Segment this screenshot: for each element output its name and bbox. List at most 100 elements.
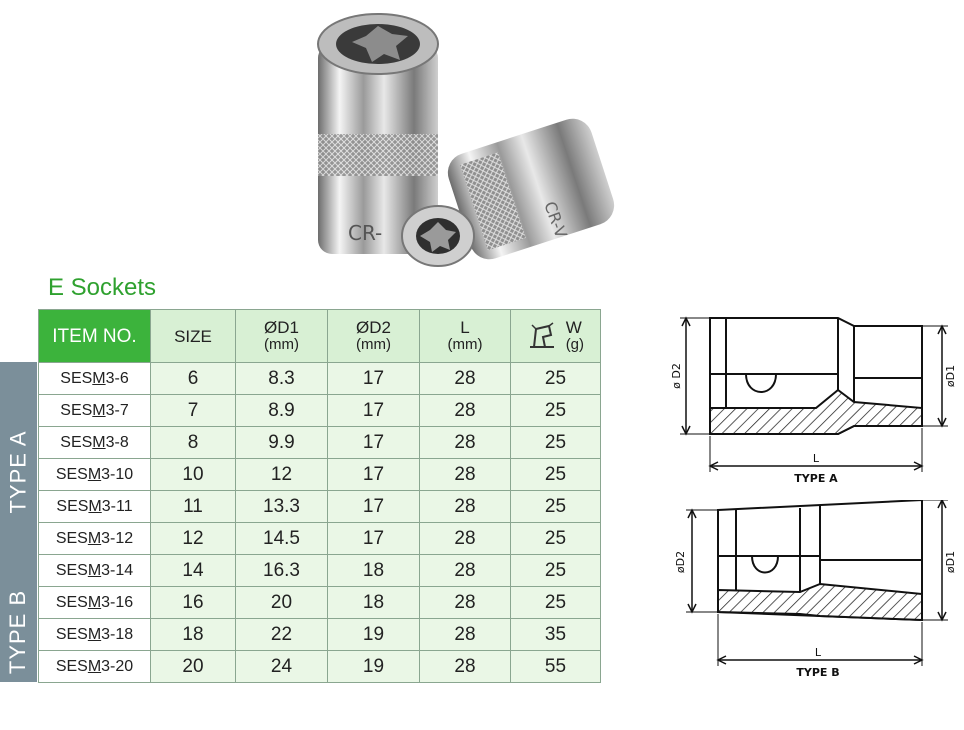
item-no-part: SES	[55, 465, 88, 483]
cell-l: 28	[419, 554, 511, 587]
diagram-a-d2-label: ø D2	[670, 363, 683, 389]
cell-w: 25	[510, 394, 601, 427]
cell-w: 25	[510, 522, 601, 555]
diagram-b-d1-label: øD1	[944, 551, 957, 573]
cell-item-no: SESM3-12	[38, 522, 151, 555]
item-no-part: M	[87, 657, 102, 675]
cell-d2: 18	[327, 586, 420, 619]
cell-l: 28	[419, 394, 511, 427]
cell-w: 25	[510, 426, 601, 459]
header-l: L (mm)	[419, 309, 511, 363]
cell-l: 28	[419, 362, 511, 395]
item-no-part: M	[87, 529, 102, 547]
svg-text:CR-: CR-	[348, 221, 382, 245]
cell-size: 16	[150, 586, 236, 619]
cell-w: 25	[510, 458, 601, 491]
header-d2-unit: (mm)	[356, 336, 391, 353]
cell-size: 7	[150, 394, 236, 427]
type-b-label: TYPE B	[5, 589, 31, 675]
cell-d2: 17	[327, 426, 420, 459]
cell-l: 28	[419, 618, 511, 651]
diagram-b-caption: TYPE B	[796, 666, 839, 679]
item-no-part: SES	[55, 593, 88, 611]
diagram-a-caption: TYPE A	[794, 472, 838, 485]
cell-d2: 17	[327, 458, 420, 491]
type-a-diagram: ø D2 øD1 L TYPE A	[670, 316, 957, 485]
scale-icon	[529, 322, 554, 348]
cell-d1: 8.3	[235, 362, 328, 395]
cell-size: 11	[150, 490, 236, 523]
cell-d1: 13.3	[235, 490, 328, 523]
diagram-b-l-label: L	[815, 646, 822, 659]
cell-size: 18	[150, 618, 236, 651]
item-no-part: SES	[55, 529, 88, 547]
cell-size: 8	[150, 426, 236, 459]
cell-d1: 16.3	[235, 554, 328, 587]
cell-size: 20	[150, 650, 236, 683]
cell-w: 25	[510, 490, 601, 523]
item-no-part: 3-10	[101, 465, 134, 483]
header-item-no: ITEM NO.	[38, 309, 151, 363]
header-d2-label: ØD2	[356, 318, 391, 337]
cell-l: 28	[419, 458, 511, 491]
item-no-part: 3-11	[101, 497, 133, 515]
cell-d1: 14.5	[235, 522, 328, 555]
spec-table: ITEM NO. SIZE ØD1 (mm) ØD2 (mm) L (mm)	[38, 309, 601, 683]
item-no-part: SES	[55, 657, 88, 675]
item-no-part: SES	[60, 369, 93, 387]
cell-l: 28	[419, 522, 511, 555]
cell-item-no: SESM3-11	[38, 490, 151, 523]
item-no-part: 3-12	[101, 529, 134, 547]
type-a-band: TYPE A	[0, 362, 37, 582]
cell-d2: 19	[327, 650, 420, 683]
cell-d2: 17	[327, 394, 420, 427]
item-no-part: 3-6	[105, 369, 129, 387]
item-no-part: SES	[55, 561, 88, 579]
cell-size: 14	[150, 554, 236, 587]
header-w-label: W	[565, 318, 582, 337]
item-no-part: SES	[60, 433, 93, 451]
type-a-label: TYPE A	[5, 430, 31, 514]
cell-d1: 12	[235, 458, 328, 491]
cell-l: 28	[419, 586, 511, 619]
header-l-label: L	[460, 318, 470, 337]
section-title: E Sockets	[48, 274, 157, 301]
cell-w: 25	[510, 586, 601, 619]
header-d2: ØD2 (mm)	[327, 309, 420, 363]
cell-d2: 17	[327, 490, 420, 523]
diagram-a-l-label: L	[813, 452, 820, 465]
cell-w: 35	[510, 618, 601, 651]
item-no-part: SES	[55, 625, 88, 643]
cell-d2: 18	[327, 554, 420, 587]
cell-size: 12	[150, 522, 236, 555]
diagram-b-d2-label: øD2	[674, 551, 687, 573]
diagram-a-d1-label: øD1	[944, 365, 957, 387]
item-no-part: M	[87, 625, 102, 643]
item-no-part: M	[87, 561, 102, 579]
header-size: SIZE	[150, 309, 236, 363]
cell-w: 55	[510, 650, 601, 683]
cell-size: 6	[150, 362, 236, 395]
cell-item-no: SESM3-8	[38, 426, 151, 459]
cell-d2: 17	[327, 522, 420, 555]
cell-l: 28	[419, 650, 511, 683]
cell-item-no: SESM3-14	[38, 554, 151, 587]
cell-d1: 9.9	[235, 426, 328, 459]
item-no-part: 3-14	[101, 561, 134, 579]
cell-size: 10	[150, 458, 236, 491]
type-b-band: TYPE B	[0, 582, 37, 682]
item-no-part: M	[92, 369, 106, 387]
header-w: W (g)	[510, 309, 601, 363]
cell-item-no: SESM3-7	[38, 394, 151, 427]
item-no-part: 3-18	[101, 625, 134, 643]
cell-d1: 24	[235, 650, 328, 683]
header-d1-label: ØD1	[264, 318, 299, 337]
